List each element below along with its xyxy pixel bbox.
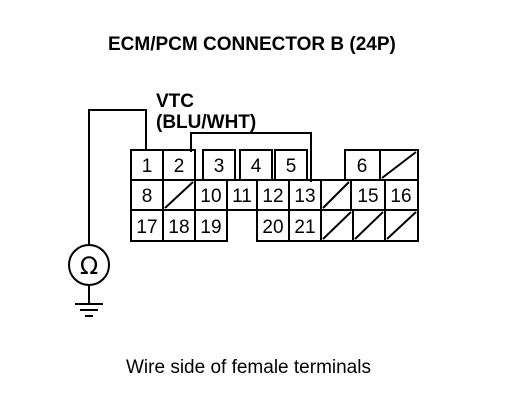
diagram-caption: Wire side of female terminals [126,357,371,378]
terminal-21-label: 21 [294,217,315,238]
wire-color-label: (BLU/WHT) [156,112,256,133]
terminal-1-label: 1 [142,156,153,177]
terminal-15-cell [350,179,386,211]
terminal-3-label: 3 [214,156,225,177]
terminal-15-label: 15 [357,186,378,207]
vtc-wire [190,132,312,182]
terminal-21-cell [288,209,322,242]
blank-terminal-slash [386,211,417,240]
terminal-4-cell [239,149,273,181]
terminal-19-cell [194,209,228,242]
connector-row-2 [130,179,419,211]
terminal-12-label: 12 [262,186,283,207]
terminal-11-label: 11 [232,186,252,207]
connector-row-1 [130,149,419,181]
blank-terminal-slash [322,181,350,209]
connector-row-3 [130,209,419,242]
terminal-13-label: 13 [294,186,315,207]
diagram-title: ECM/PCM CONNECTOR B (24P) [108,34,396,55]
terminal-8-label: 8 [142,186,153,207]
blank-terminal-slash [354,211,384,240]
terminal-11-cell [226,179,258,211]
terminal-19-label: 19 [200,217,221,238]
blank-terminal-slash [322,211,352,240]
terminal-18-cell [162,209,196,242]
terminal-16-label: 16 [390,186,411,207]
terminal-5-label: 5 [286,156,297,177]
blank-terminal-slash [164,181,194,209]
terminal-20-label: 20 [262,217,283,238]
signal-label: VTC [156,91,194,112]
terminal-17-cell [130,209,164,242]
terminal-10-label: 10 [200,186,221,207]
ohm-symbol: Ω [80,252,98,280]
ground-icon [75,303,103,317]
terminal-18-label: 18 [168,217,189,238]
terminal-17-label: 17 [136,217,157,238]
blank-terminal-slash [381,151,417,179]
terminal-6-label: 6 [357,156,368,177]
terminal-2-label: 2 [174,156,185,177]
terminal-4-label: 4 [251,156,262,177]
meter-lead-wire [88,109,147,245]
